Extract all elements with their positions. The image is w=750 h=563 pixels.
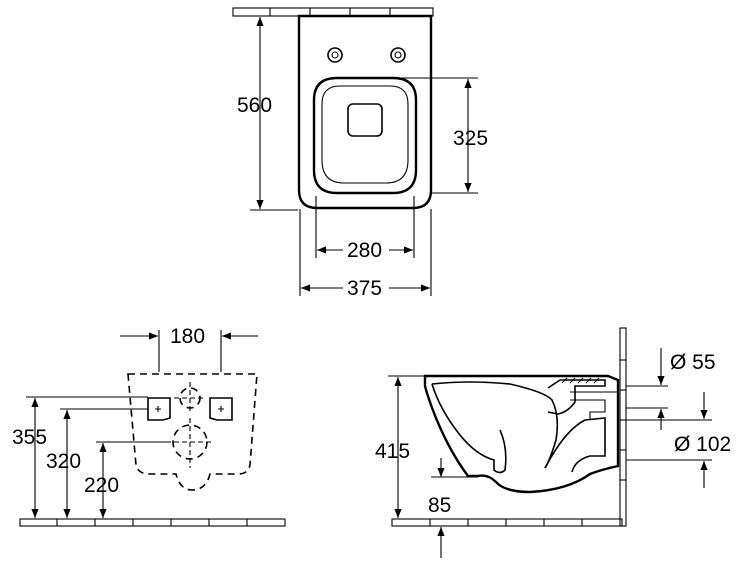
top-view-bowl-outline xyxy=(297,14,433,210)
dimension-diameter-55: Ø 55 xyxy=(626,348,716,430)
dimension-320: 320 xyxy=(46,408,148,518)
dimension-325-label: 325 xyxy=(453,127,488,150)
front-view-inlet xyxy=(174,382,206,414)
dimension-180-label: 180 xyxy=(170,325,205,348)
dimension-diameter-102: Ø 102 xyxy=(626,392,731,488)
dimension-355-label: 355 xyxy=(12,426,47,449)
side-view-bowl-outer xyxy=(423,374,620,494)
dimension-180: 180 xyxy=(120,325,258,372)
front-view-frame-outline xyxy=(127,373,258,491)
dimension-375: 375 xyxy=(299,209,432,300)
top-view-fixing-bolts xyxy=(327,47,406,63)
side-view-bowl-inner xyxy=(431,381,559,474)
top-view: 560 325 280 375 xyxy=(232,7,488,300)
top-view-inner-rim xyxy=(321,85,409,184)
dimension-415: 415 xyxy=(375,375,424,518)
side-view-hatch xyxy=(561,377,600,384)
dimension-325: 325 xyxy=(398,77,488,194)
dimension-220-label: 220 xyxy=(84,474,119,497)
dimension-280-label: 280 xyxy=(347,239,382,262)
dimension-355: 355 xyxy=(12,396,148,518)
dimension-560: 560 xyxy=(237,15,298,211)
dimension-320-label: 320 xyxy=(46,450,81,473)
dimension-415-label: 415 xyxy=(375,440,410,463)
dimension-560-label: 560 xyxy=(237,94,272,117)
dimension-diameter-102-label: Ø 102 xyxy=(674,433,731,456)
dimension-220: 220 xyxy=(84,441,166,518)
front-view-fixing-brackets xyxy=(147,397,233,421)
side-view-trap xyxy=(544,417,606,473)
front-view-floor xyxy=(19,518,286,527)
side-view-wall xyxy=(619,327,627,527)
dimension-375-label: 375 xyxy=(347,277,382,300)
dimension-85-label: 85 xyxy=(428,494,451,517)
dimension-85: 85 xyxy=(428,458,478,558)
top-view-seat-opening xyxy=(312,76,418,195)
top-view-flush-opening xyxy=(347,103,383,137)
side-view-floor xyxy=(391,518,623,527)
side-view-inlet xyxy=(547,379,606,415)
front-view: 180 355 320 220 xyxy=(12,325,286,527)
side-view: 415 85 Ø 55 Ø 102 xyxy=(375,327,731,558)
front-view-outlet xyxy=(166,418,214,468)
dimension-280: 280 xyxy=(315,196,415,262)
side-view-inlet-pipe xyxy=(570,391,618,420)
dimension-diameter-55-label: Ø 55 xyxy=(670,351,716,374)
